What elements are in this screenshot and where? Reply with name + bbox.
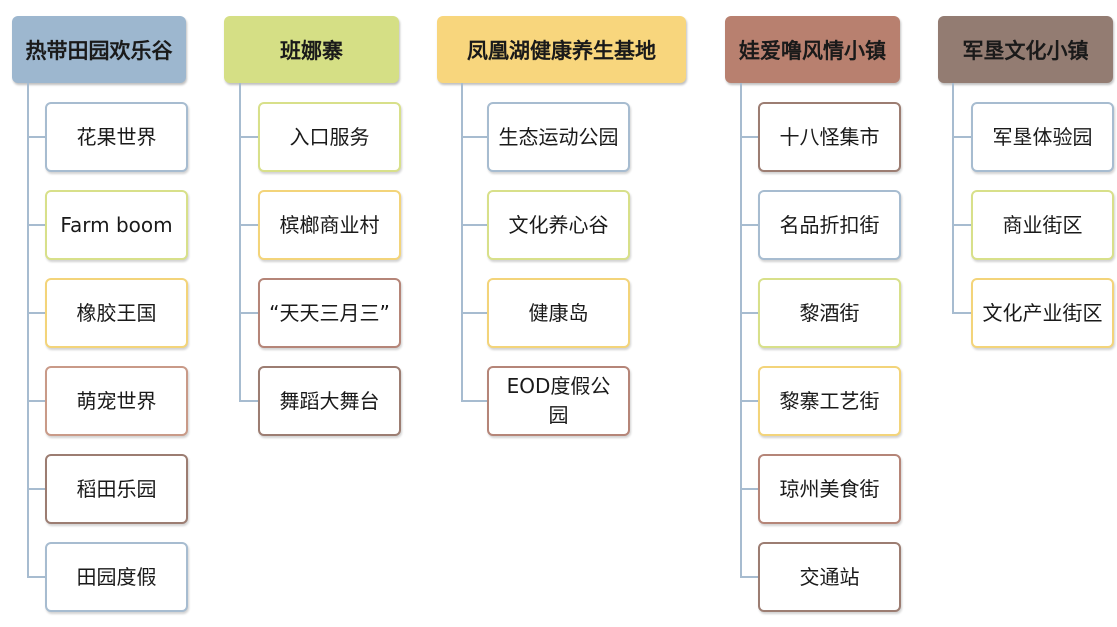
branch-line xyxy=(239,312,258,314)
branch-line xyxy=(740,488,758,490)
branch-line xyxy=(239,400,258,402)
item-box: 舞蹈大舞台 xyxy=(258,366,401,436)
category-header: 凤凰湖健康养生基地 xyxy=(437,16,686,83)
branch-line xyxy=(952,224,971,226)
item-box: 文化养心谷 xyxy=(487,190,630,260)
branch-line xyxy=(27,488,45,490)
branch-line xyxy=(740,576,758,578)
item-box: 交通站 xyxy=(758,542,901,612)
category-header: 军垦文化小镇 xyxy=(938,16,1113,83)
branch-line xyxy=(461,136,487,138)
branch-line xyxy=(239,136,258,138)
item-box: 军垦体验园 xyxy=(971,102,1114,172)
item-box: 花果世界 xyxy=(45,102,188,172)
category-header: 班娜寨 xyxy=(224,16,399,83)
item-box: 名品折扣街 xyxy=(758,190,901,260)
item-box: 琼州美食街 xyxy=(758,454,901,524)
branch-line xyxy=(239,224,258,226)
item-box: Farm boom xyxy=(45,190,188,260)
branch-line xyxy=(461,224,487,226)
branch-line xyxy=(27,312,45,314)
item-box: “天天三月三” xyxy=(258,278,401,348)
branch-line xyxy=(27,224,45,226)
item-box: 十八怪集市 xyxy=(758,102,901,172)
item-box: 生态运动公园 xyxy=(487,102,630,172)
connector-line xyxy=(740,83,742,578)
item-box: 入口服务 xyxy=(258,102,401,172)
connector-line xyxy=(27,83,29,578)
branch-line xyxy=(952,136,971,138)
item-box: 商业街区 xyxy=(971,190,1114,260)
item-box: 黎寨工艺街 xyxy=(758,366,901,436)
item-box: EOD度假公园 xyxy=(487,366,630,436)
item-box: 橡胶王国 xyxy=(45,278,188,348)
branch-line xyxy=(27,400,45,402)
item-box: 槟榔商业村 xyxy=(258,190,401,260)
branch-line xyxy=(461,400,487,402)
branch-line xyxy=(740,136,758,138)
connector-line xyxy=(461,83,463,402)
item-box: 田园度假 xyxy=(45,542,188,612)
item-box: 萌宠世界 xyxy=(45,366,188,436)
branch-line xyxy=(27,136,45,138)
connector-line xyxy=(952,83,954,314)
branch-line xyxy=(740,224,758,226)
connector-line xyxy=(239,83,241,402)
item-box: 文化产业街区 xyxy=(971,278,1114,348)
branch-line xyxy=(952,312,971,314)
branch-line xyxy=(461,312,487,314)
item-box: 健康岛 xyxy=(487,278,630,348)
item-box: 稻田乐园 xyxy=(45,454,188,524)
branch-line xyxy=(740,400,758,402)
item-box: 黎酒街 xyxy=(758,278,901,348)
branch-line xyxy=(740,312,758,314)
category-header: 热带田园欢乐谷 xyxy=(12,16,186,83)
branch-line xyxy=(27,576,45,578)
category-header: 娃爱噜风情小镇 xyxy=(725,16,900,83)
